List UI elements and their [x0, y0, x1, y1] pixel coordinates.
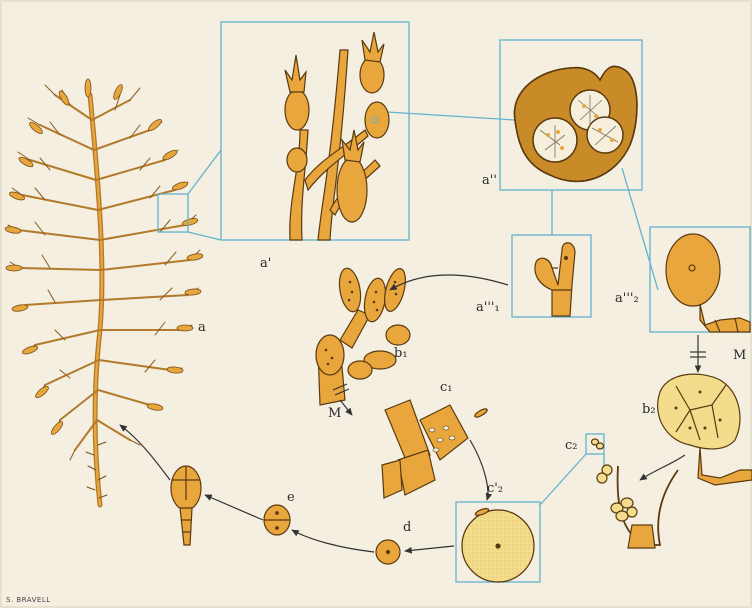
- artist-credit: S. BRAVELL: [6, 596, 51, 604]
- label-c1-2: c'₂: [487, 482, 503, 495]
- label-e: e: [287, 491, 295, 504]
- label-a2: a'': [482, 174, 497, 187]
- label-a3-1: a'''₁: [476, 301, 500, 314]
- egg-c1-2: [462, 507, 534, 582]
- branch-a1: [285, 32, 389, 240]
- label-d: d: [403, 521, 411, 534]
- oogonium-a3-2: [666, 234, 750, 332]
- label-a3-2: a'''₂: [615, 292, 639, 305]
- oogonium-b2: [658, 374, 752, 485]
- antheridium-c1: [382, 400, 488, 498]
- two-cell-e: [264, 505, 290, 535]
- label-c1: c₁: [440, 381, 453, 394]
- label-a: a: [198, 321, 206, 334]
- hypha-a3-1: [535, 243, 575, 316]
- thallus-a: [5, 79, 204, 505]
- conceptacle-section-a2: [514, 66, 637, 181]
- label-a1: a': [260, 257, 271, 270]
- germling: [171, 466, 201, 545]
- blue-frames: [158, 22, 750, 582]
- label-b2: b₂: [642, 403, 656, 416]
- zygote-d: [376, 540, 400, 564]
- label-b1: b₁: [394, 347, 408, 360]
- label-m1: M: [328, 407, 341, 420]
- label-c2: c₂: [565, 439, 578, 452]
- label-m2: M: [733, 349, 746, 362]
